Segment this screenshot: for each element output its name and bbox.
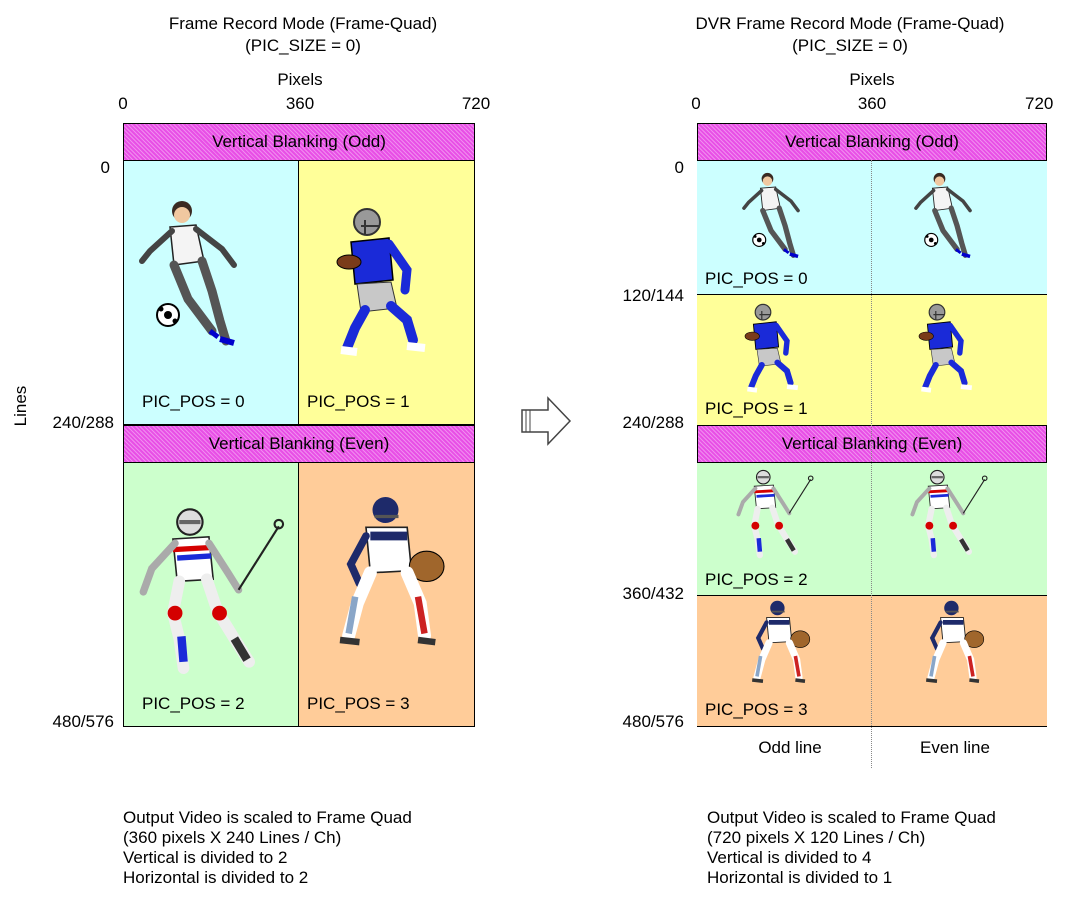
note-line: Vertical is divided to 2: [123, 848, 288, 867]
right-arrow-icon: [521, 396, 572, 446]
left-vertical-blanking-even: Vertical Blanking (Even): [123, 425, 475, 463]
right-y-tick: 0: [674, 158, 684, 177]
football-player-image: [901, 299, 991, 395]
pic-pos-label: PIC_POS = 1: [705, 399, 808, 418]
left-y-axis-title: Lines: [11, 385, 30, 427]
right-band-3: PIC_POS = 3: [697, 595, 1047, 727]
pic-pos-label: PIC_POS = 1: [307, 392, 410, 411]
baseball-catcher-image: [739, 596, 823, 692]
pic-pos-label: PIC_POS = 3: [705, 700, 808, 719]
pic-pos-label: PIC_POS = 2: [142, 694, 245, 713]
note-line: Horizontal is divided to 2: [123, 868, 309, 887]
left-notes: Output Video is scaled to Frame Quad (36…: [123, 808, 412, 888]
left-y-tick: 0: [100, 158, 110, 177]
right-notes: Output Video is scaled to Frame Quad (72…: [707, 808, 1065, 888]
left-vertical-blanking-odd: Vertical Blanking (Odd): [123, 123, 475, 161]
right-band-0: PIC_POS = 0: [697, 160, 1047, 295]
even-line-label: Even line: [920, 738, 990, 757]
left-quadrant-3: PIC_POS = 3: [298, 462, 475, 727]
baseball-catcher-image: [327, 485, 457, 665]
left-x-tick: 720: [461, 94, 491, 113]
note-line: (360 pixels X 240 Lines / Ch): [123, 828, 342, 847]
left-y-tick: 240/288: [52, 413, 114, 432]
pic-pos-label: PIC_POS = 0: [142, 392, 245, 411]
right-y-tick: 240/288: [622, 413, 684, 432]
soccer-player-image: [905, 167, 1001, 267]
left-x-axis-title: Pixels: [277, 70, 323, 89]
right-vertical-blanking-odd: Vertical Blanking (Odd): [697, 123, 1047, 161]
right-y-tick: 480/576: [622, 712, 684, 731]
pic-pos-label: PIC_POS = 0: [705, 269, 808, 288]
note-line: Output Video is scaled to Frame Quad: [123, 808, 412, 827]
left-y-tick: 480/576: [52, 712, 114, 731]
right-x-axis-title: Pixels: [849, 70, 895, 89]
right-y-tick: 120/144: [622, 286, 684, 305]
soccer-player-image: [130, 181, 280, 371]
right-subtitle: (PIC_SIZE = 0): [792, 36, 908, 55]
left-quadrant-2: PIC_POS = 2: [123, 462, 299, 727]
right-vertical-blanking-even: Vertical Blanking (Even): [697, 425, 1047, 463]
right-band-2: PIC_POS = 2: [697, 462, 1047, 596]
left-title: Frame Record Mode (Frame-Quad): [168, 14, 438, 33]
odd-even-divider: [871, 160, 872, 768]
right-band-1: PIC_POS = 1: [697, 294, 1047, 425]
baseball-catcher-image: [913, 596, 997, 692]
right-y-tick: 360/432: [622, 584, 684, 603]
left-subtitle: (PIC_SIZE = 0): [245, 36, 361, 55]
left-x-tick: 360: [285, 94, 315, 113]
right-x-tick: 360: [857, 94, 887, 113]
football-player-image: [317, 195, 447, 365]
pic-pos-label: PIC_POS = 3: [307, 694, 410, 713]
odd-line-label: Odd line: [758, 738, 822, 757]
fencer-image: [719, 467, 829, 563]
note-line: Horizontal is divided to 1: [707, 868, 893, 887]
fencer-image: [130, 503, 290, 683]
football-player-image: [727, 299, 817, 395]
soccer-player-image: [733, 167, 829, 267]
left-quadrant-0: PIC_POS = 0: [123, 160, 299, 425]
right-title: DVR Frame Record Mode (Frame-Quad): [695, 14, 1005, 33]
left-quadrant-1: PIC_POS = 1: [298, 160, 475, 425]
pic-pos-label: PIC_POS = 2: [705, 570, 808, 589]
note-line: Vertical is divided to 4: [707, 848, 872, 867]
right-x-tick: 0: [691, 94, 701, 113]
note-line: Output Video is scaled to Frame Quad: [707, 808, 996, 827]
right-x-tick: 720: [1025, 94, 1054, 113]
fencer-image: [893, 467, 1003, 563]
left-x-tick: 0: [118, 94, 128, 113]
note-line: (720 pixels X 120 Lines / Ch): [707, 828, 926, 847]
